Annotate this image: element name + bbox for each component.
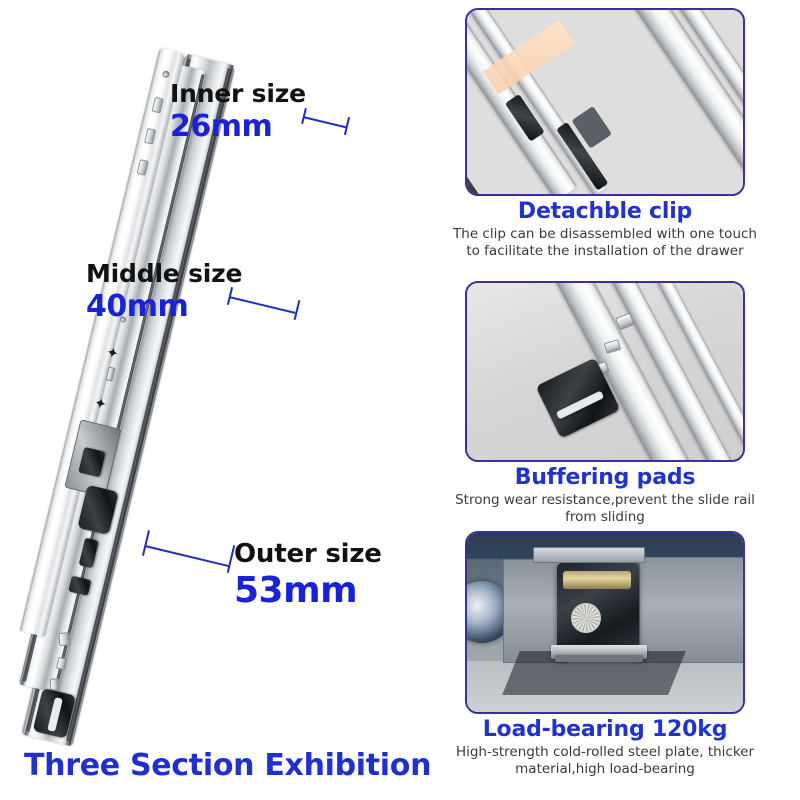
callout-middle-size: Middle size 40mm [86, 259, 242, 324]
feature-load-bearing: Load-bearing 120kg High-strength cold-ro… [456, 531, 754, 778]
callout-middle-title: Middle size [86, 259, 243, 288]
callout-outer-title: Outer size [234, 539, 382, 569]
outer-rail-mounting-hole [58, 632, 71, 647]
exhibition-title: Three Section Exhibition [24, 748, 432, 783]
feature-desc-detachable-clip: The clip can be disassembled with one to… [453, 226, 757, 259]
photo-generator-tank [563, 571, 631, 589]
photo-generator-recoil-starter [571, 603, 601, 633]
feature-desc-load-bearing: High-strength cold-rolled steel plate, t… [455, 744, 755, 777]
feature-photo-detachable-clip [465, 8, 745, 196]
photo-vehicle-door [639, 557, 743, 663]
feature-desc-buffering-pads: Strong wear resistance,prevent the slide… [455, 492, 755, 525]
callout-outer-size: Outer size 53mm [234, 539, 382, 611]
feature-photo-buffering-pads [465, 281, 745, 462]
callout-inner-title: Inner size [170, 79, 306, 108]
feature-buffering-pads: Buffering pads Strong wear resistance,pr… [455, 281, 755, 526]
slide-rail-assembly: ✦ ✦ [0, 46, 236, 747]
feature-detachable-clip: Detachble clip The clip can be disassemb… [453, 8, 757, 260]
outer-rail-mounting-hole [49, 678, 60, 691]
photo-slide-rail-under-tray [555, 655, 643, 662]
feature-caption-detachable-clip: Detachble clip [517, 199, 693, 224]
feature-caption-buffering-pads: Buffering pads [514, 465, 696, 490]
callout-outer-value: 53mm [234, 570, 358, 611]
callout-inner-size: Inner size 26mm [170, 79, 306, 144]
product-exhibition-pane: ✦ ✦ [0, 0, 450, 800]
feature-photo-load-bearing [465, 531, 745, 714]
feature-caption-load-bearing: Load-bearing 120kg [482, 717, 728, 742]
callout-inner-value: 26mm [170, 109, 273, 144]
callout-middle-value: 40mm [86, 289, 189, 324]
middle-rail-channel-bottom [54, 74, 205, 690]
photo-cabinet-top-edge [533, 547, 645, 563]
